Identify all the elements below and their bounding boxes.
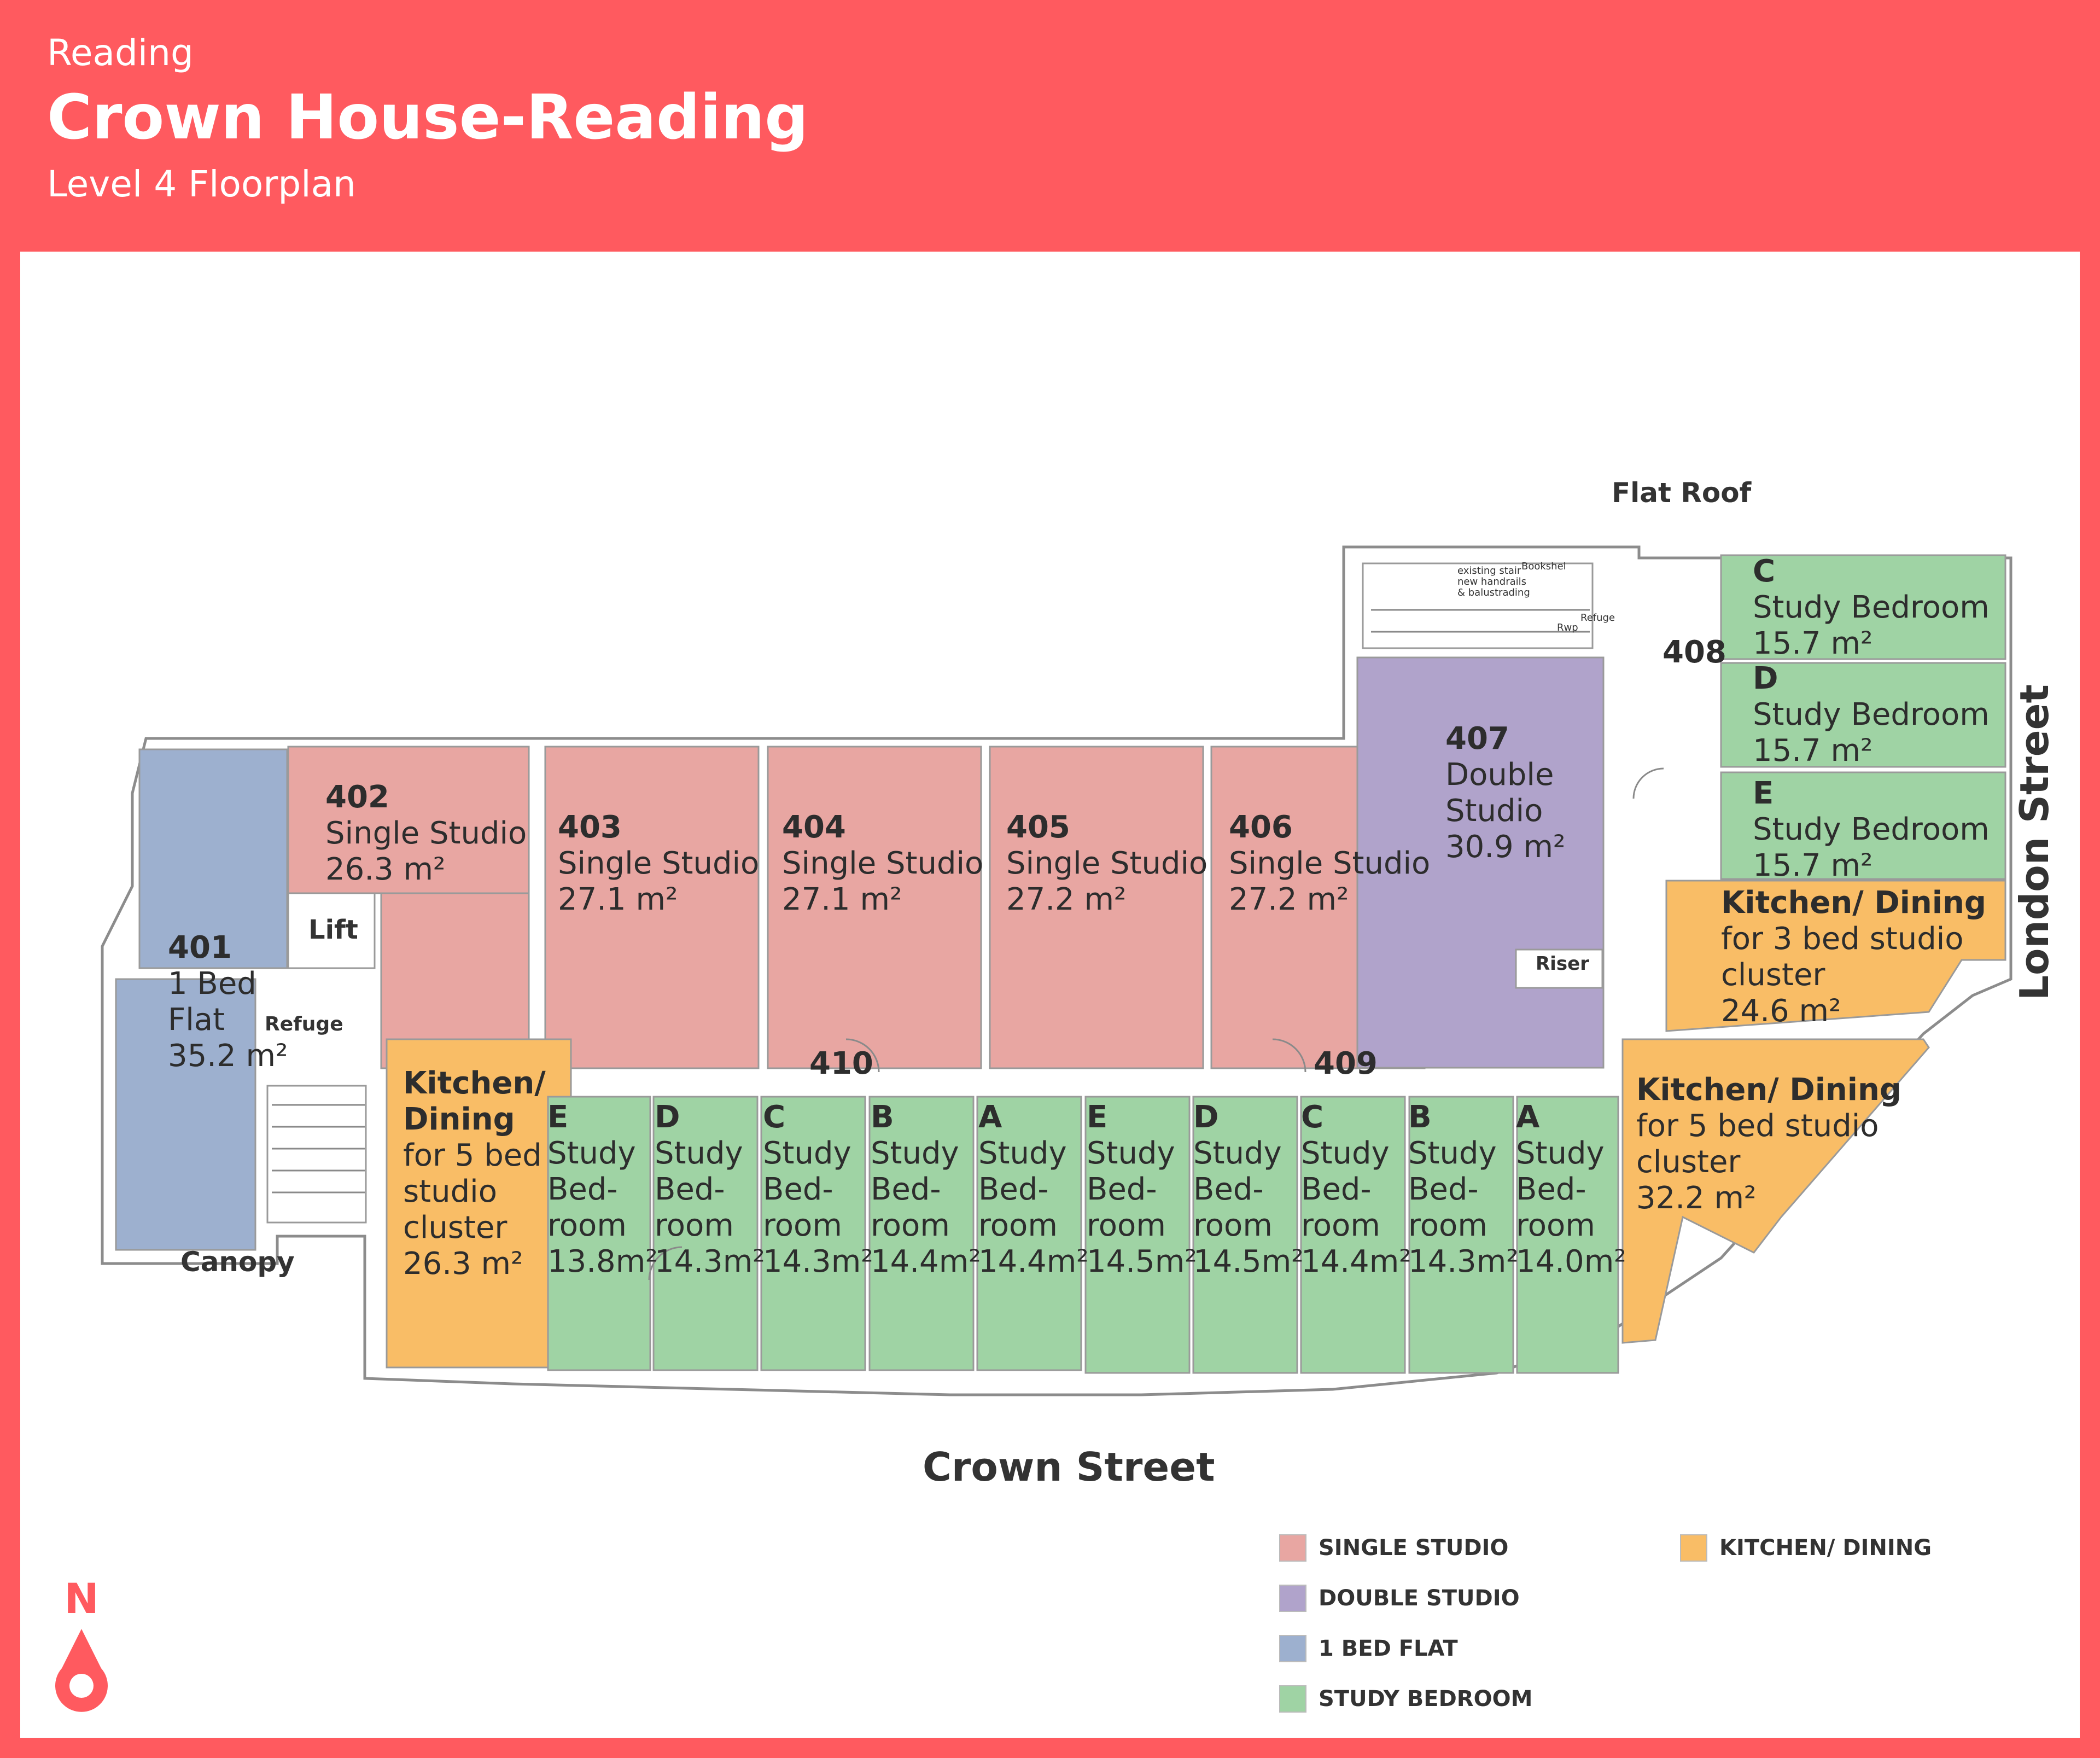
room-402 bbox=[287, 746, 530, 894]
stair-401 bbox=[266, 1085, 367, 1224]
room-408-c bbox=[1720, 554, 2006, 660]
room-409-number: 409 bbox=[1314, 1046, 1378, 1081]
bookshelf-label: Bookshel bbox=[1521, 561, 1566, 572]
legend-single-studio: SINGLE STUDIO bbox=[1279, 1533, 1508, 1563]
room-410-c-label: C Study Bed- room 14.3m² bbox=[763, 1099, 873, 1279]
room-409-a bbox=[1516, 1096, 1619, 1374]
floor-subtitle: Level 4 Floorplan bbox=[47, 163, 356, 205]
room-409-b-label: B Study Bed- room 14.3m² bbox=[1408, 1099, 1519, 1279]
room-409-b bbox=[1408, 1096, 1514, 1374]
room-401-lower bbox=[115, 978, 256, 1251]
room-410-e-label: E Study Bed- room 13.8m² bbox=[547, 1099, 658, 1279]
rwp-label: Rwp bbox=[1557, 622, 1578, 633]
legend-study-bedroom: STUDY BEDROOM bbox=[1279, 1684, 1532, 1714]
room-410-d-label: D Study Bed- room 14.3m² bbox=[655, 1099, 765, 1279]
refuge-label: Refuge bbox=[265, 1013, 343, 1035]
room-410-kitchen-label: Kitchen/ Dining for 5 bed studio cluster… bbox=[403, 1066, 546, 1282]
room-401 bbox=[138, 748, 288, 969]
legend-swatch bbox=[1279, 1635, 1306, 1662]
room-number: 401 bbox=[168, 930, 232, 965]
room-410-d bbox=[652, 1096, 759, 1371]
legend-swatch bbox=[1279, 1685, 1306, 1713]
room-410-b bbox=[868, 1096, 975, 1371]
compass-pin-icon bbox=[55, 1629, 108, 1712]
street-crown: Crown Street bbox=[923, 1444, 1215, 1490]
room-number: 404 bbox=[782, 810, 846, 845]
lift-label: Lift bbox=[308, 915, 358, 945]
room-410-a bbox=[976, 1096, 1082, 1371]
legend-1-bed-flat: 1 BED FLAT bbox=[1279, 1633, 1458, 1664]
compass-label: N bbox=[64, 1574, 99, 1623]
room-410-a-label: A Study Bed- room 14.4m² bbox=[978, 1099, 1089, 1279]
room-405 bbox=[989, 746, 1204, 1069]
room-408-e-label: E Study Bedroom 15.7 m² bbox=[1753, 776, 1990, 883]
room-408-kitchen bbox=[1665, 880, 2006, 1032]
room-number: 402 bbox=[325, 779, 389, 815]
floorplan-drawing bbox=[101, 545, 2012, 1396]
room-408-e bbox=[1720, 771, 2006, 880]
legend-double-studio: DOUBLE STUDIO bbox=[1279, 1583, 1520, 1614]
room-410-kitchen bbox=[386, 1038, 572, 1369]
page-title: Crown House-Reading bbox=[47, 82, 809, 153]
legend-swatch bbox=[1680, 1534, 1707, 1562]
room-407-label: 407 Double Studio 30.9 m² bbox=[1445, 721, 1566, 865]
room-number: 403 bbox=[558, 810, 622, 845]
room-408-number: 408 bbox=[1662, 634, 1726, 670]
room-number: 407 bbox=[1445, 721, 1509, 756]
room-409-a-label: A Study Bed- room 14.0m² bbox=[1516, 1099, 1626, 1279]
room-408-d bbox=[1720, 662, 2006, 768]
legend-swatch bbox=[1279, 1585, 1306, 1612]
room-403 bbox=[544, 746, 760, 1069]
room-408-d-label: D Study Bedroom 15.7 m² bbox=[1753, 661, 1990, 769]
room-number: 405 bbox=[1006, 810, 1070, 845]
room-409-kitchen-label: Kitchen/ Dining for 5 bed studio cluster… bbox=[1636, 1072, 1901, 1216]
stair-407 bbox=[1362, 562, 1594, 649]
room-409-e-label: E Study Bed- room 14.5m² bbox=[1087, 1099, 1197, 1279]
refuge-small-label: Refuge bbox=[1580, 612, 1615, 624]
city-label: Reading bbox=[47, 32, 194, 74]
header: Reading Crown House-Reading Level 4 Floo… bbox=[0, 0, 2100, 252]
room-number: 406 bbox=[1229, 810, 1293, 845]
room-409-kitchen bbox=[1621, 1038, 1930, 1344]
room-409-d-label: D Study Bed- room 14.5m² bbox=[1193, 1099, 1304, 1279]
canopy-label: Canopy bbox=[180, 1246, 295, 1278]
legend-swatch bbox=[1279, 1534, 1306, 1562]
room-404-label: 404 Single Studio 27.1 m² bbox=[782, 810, 984, 917]
floorplan-panel: 401 1 Bed Flat 35.2 m² 402 Single Studio… bbox=[20, 252, 2080, 1738]
room-409-c bbox=[1300, 1096, 1406, 1374]
room-410-e bbox=[547, 1096, 651, 1371]
room-410-number: 410 bbox=[809, 1046, 873, 1081]
room-409-c-label: C Study Bed- room 14.4m² bbox=[1301, 1099, 1411, 1279]
room-402-label: 402 Single Studio 26.3 m² bbox=[325, 779, 527, 887]
flat-roof-label: Flat Roof bbox=[1612, 477, 1752, 509]
room-409-e bbox=[1084, 1096, 1191, 1374]
room-408-c-label: C Study Bedroom 15.7 m² bbox=[1753, 554, 1990, 661]
room-408-kitchen-label: Kitchen/ Dining for 3 bed studio cluster… bbox=[1721, 885, 1986, 1029]
room-405-label: 405 Single Studio 27.2 m² bbox=[1006, 810, 1208, 917]
room-410-b-label: B Study Bed- room 14.4m² bbox=[871, 1099, 981, 1279]
room-401-label: 401 1 Bed Flat 35.2 m² bbox=[168, 930, 288, 1074]
room-410-c bbox=[760, 1096, 866, 1371]
room-404 bbox=[767, 746, 982, 1069]
street-london: London Street bbox=[2011, 684, 2057, 1000]
room-407 bbox=[1356, 656, 1605, 1069]
legend-kitchen-dining: KITCHEN/ DINING bbox=[1680, 1533, 1932, 1563]
riser bbox=[1515, 948, 1603, 989]
riser-label: Riser bbox=[1536, 953, 1589, 975]
room-409-d bbox=[1192, 1096, 1298, 1374]
room-406-label: 406 Single Studio 27.2 m² bbox=[1229, 810, 1431, 917]
room-403-label: 403 Single Studio 27.1 m² bbox=[558, 810, 760, 917]
stair-note: existing stair new handrails & balustrad… bbox=[1457, 565, 1530, 598]
